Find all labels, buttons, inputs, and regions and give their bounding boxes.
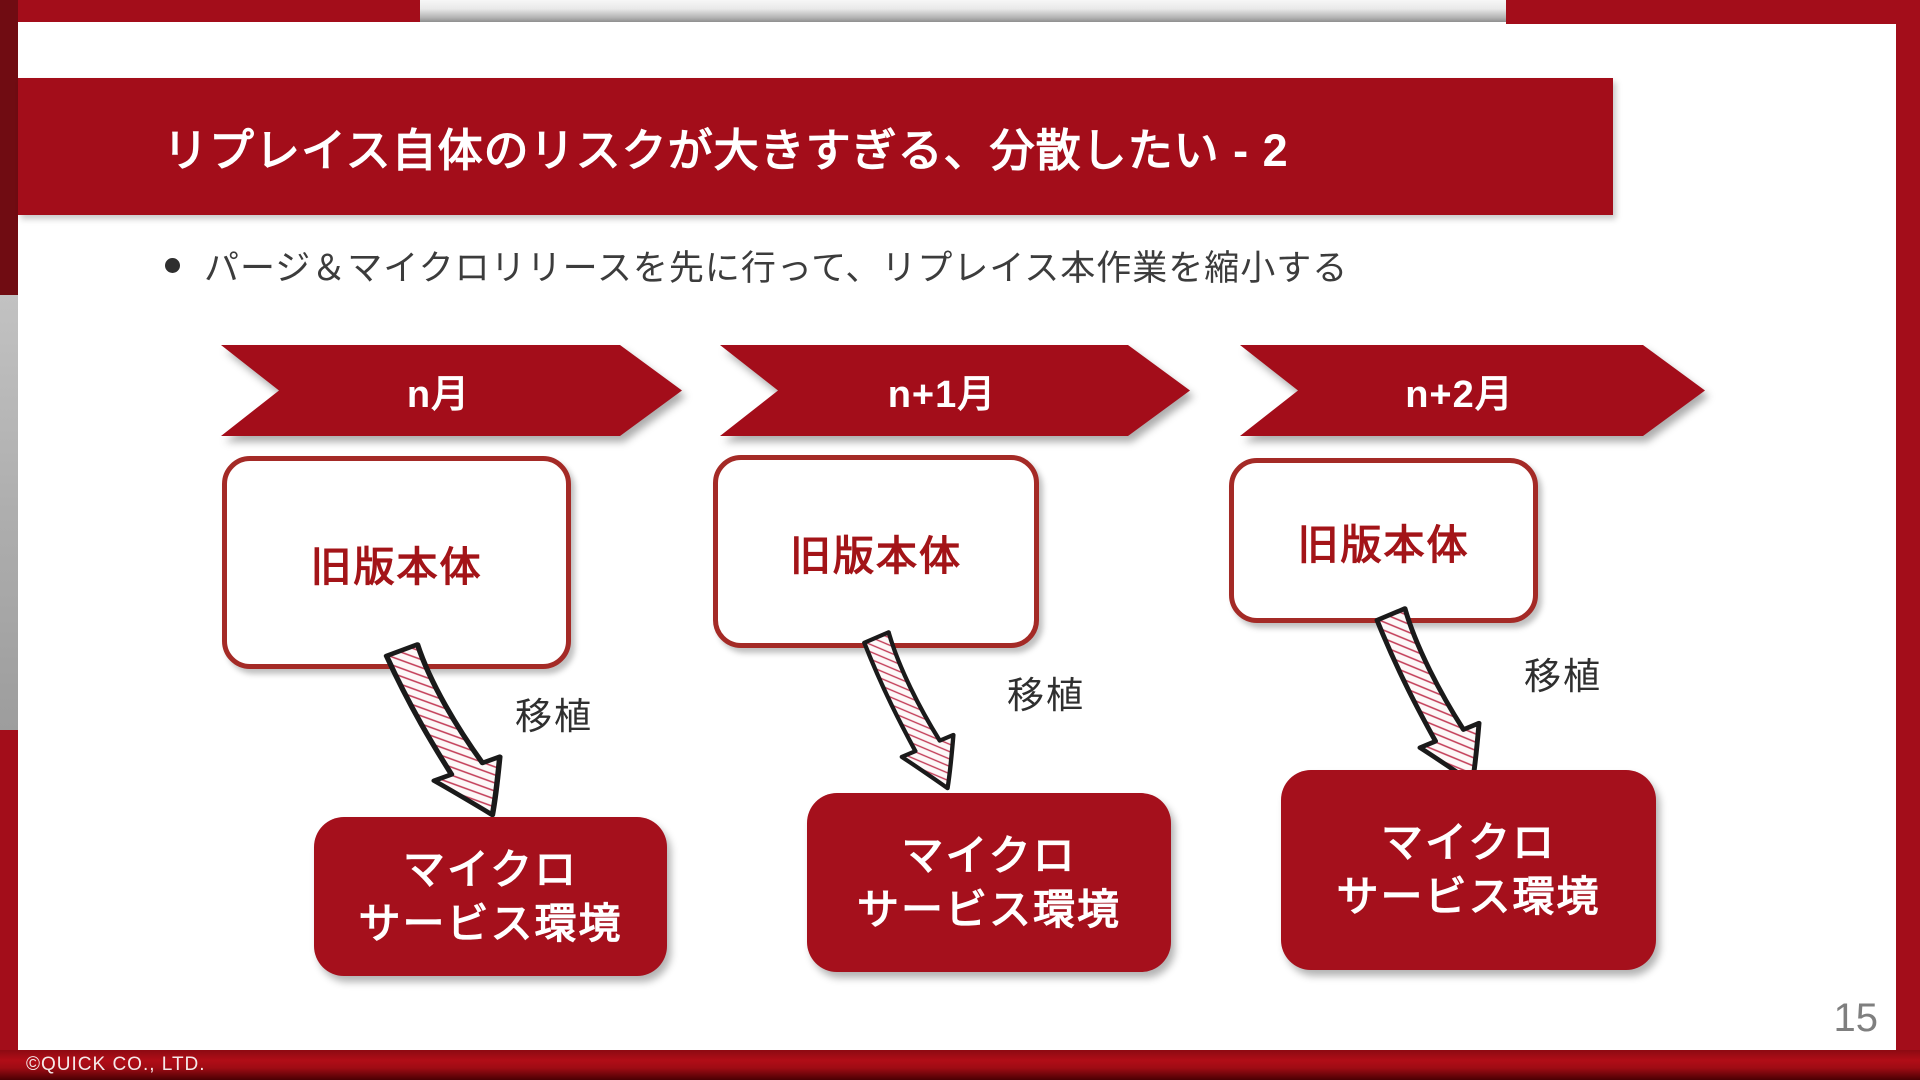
target-box-microservice-2: マイクロ サービス環境 xyxy=(807,793,1171,972)
target-box-line2: サービス環境 xyxy=(358,899,623,947)
frame-top-right-red xyxy=(1506,0,1920,24)
copyright-text: ©QUICK CO., LTD. xyxy=(26,1054,206,1075)
chevron-shape: n月 xyxy=(221,345,682,436)
chevron-shape: n+1月 xyxy=(720,345,1190,436)
bullet-marker xyxy=(165,258,180,273)
transfer-arrow-icon xyxy=(845,630,963,802)
source-box-legacy-1: 旧版本体 xyxy=(222,456,571,669)
frame-left-gray xyxy=(0,295,18,730)
bullet-text: パージ＆マイクロリリースを先に行って、リプレイス本作業を縮小する xyxy=(204,249,1349,288)
target-box-line1: マイクロ xyxy=(901,831,1077,879)
target-box-microservice-3: マイクロ サービス環境 xyxy=(1281,770,1656,970)
transfer-label-1: 移植 xyxy=(515,696,593,737)
timeline-chevron-month-3: n+2月 xyxy=(1240,345,1705,436)
bullet-row: パージ＆マイクロリリースを先に行って、リプレイス本作業を縮小する xyxy=(165,240,1348,291)
footer-bar: ©QUICK CO., LTD. xyxy=(0,1050,1920,1080)
frame-left-maroon xyxy=(0,0,18,295)
frame-left-red xyxy=(0,730,18,1080)
frame-top-left-red xyxy=(0,0,420,22)
frame-top-gray xyxy=(420,0,1506,22)
frame-right-red xyxy=(1896,0,1920,1080)
source-box-label: 旧版本体 xyxy=(790,532,962,579)
month-label: n+2月 xyxy=(1405,374,1514,416)
timeline-chevron-month-1: n月 xyxy=(221,345,682,436)
target-box-line1: マイクロ xyxy=(1380,819,1557,867)
source-box-legacy-3: 旧版本体 xyxy=(1229,458,1538,623)
timeline-chevron-month-2: n+1月 xyxy=(720,345,1190,436)
target-box-line2: サービス環境 xyxy=(856,885,1121,933)
transfer-label-2: 移植 xyxy=(1007,675,1085,716)
page-number: 15 xyxy=(1833,996,1879,1040)
target-box-line2: サービス環境 xyxy=(1336,873,1601,920)
target-box-line1: マイクロ xyxy=(402,845,579,893)
month-label: n+1月 xyxy=(887,374,997,416)
title-banner: リプレイス自体のリスクが大きすぎる、分散したい - 2 xyxy=(18,78,1613,215)
source-box-legacy-2: 旧版本体 xyxy=(713,455,1039,648)
slide-title: リプレイス自体のリスクが大きすぎる、分散したい - 2 xyxy=(163,125,1289,176)
transfer-label-3: 移植 xyxy=(1524,656,1602,697)
target-box-microservice-1: マイクロ サービス環境 xyxy=(314,817,667,976)
transfer-arrow-icon xyxy=(362,642,512,830)
source-box-label: 旧版本体 xyxy=(310,543,483,590)
month-label: n月 xyxy=(406,374,471,416)
chevron-shape: n+2月 xyxy=(1240,345,1705,436)
source-box-label: 旧版本体 xyxy=(1297,521,1470,568)
